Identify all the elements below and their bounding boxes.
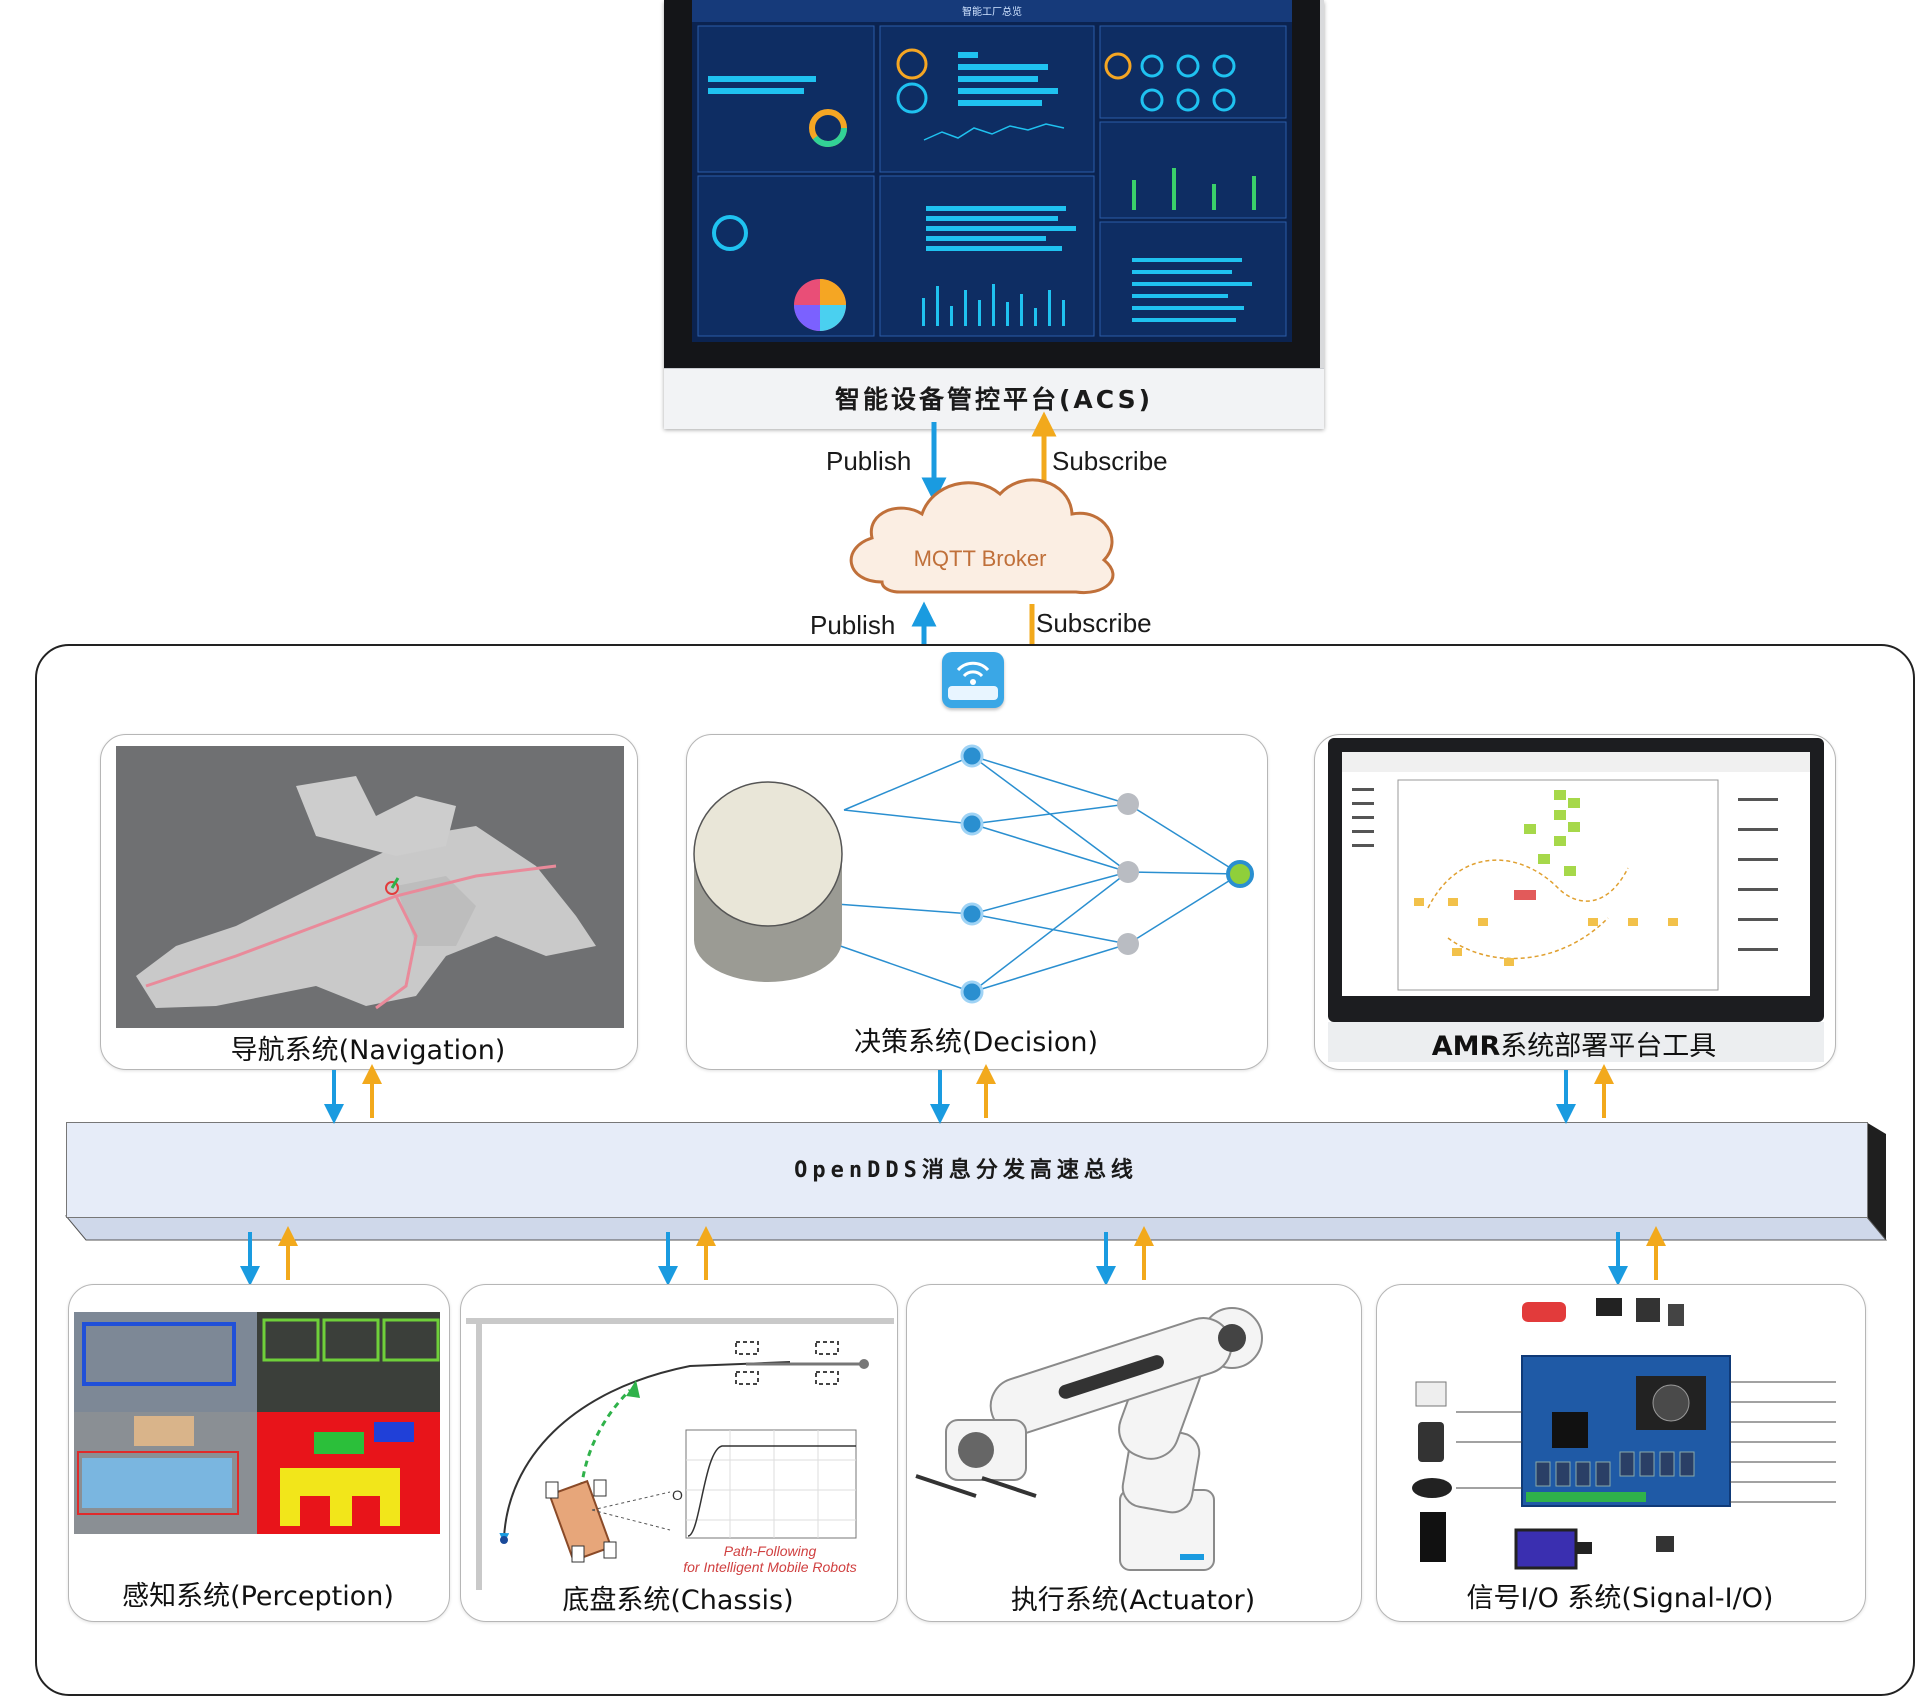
navigation-map-image: [116, 746, 624, 1028]
amr-tool-title-prefix: AMR: [1431, 1031, 1501, 1062]
decision-title: 决策系统(Decision): [853, 1027, 1098, 1058]
opendds-bus: [66, 1122, 1868, 1218]
opendds-bus-label: OpenDDS消息分发高速总线: [794, 1158, 1138, 1183]
svg-text:O: O: [672, 1487, 683, 1503]
signal-io-title: 信号I/O 系统(Signal-I/O): [1466, 1583, 1774, 1614]
navigation-title: 导航系统(Navigation): [230, 1035, 506, 1066]
acs-caption: 智能设备管控平台(ACS): [834, 385, 1154, 414]
robot-arm-graphic: [915, 1307, 1263, 1571]
amr-tool-title-suffix: 系统部署平台工具: [1500, 1031, 1717, 1062]
publish-label-top: Publish: [826, 446, 912, 476]
perception-title: 感知系统(Perception): [122, 1581, 394, 1612]
acs-dashboard-screen: 智能工厂总览: [692, 0, 1292, 342]
acs-caption-bar: [664, 368, 1324, 429]
amr-tool-monitor-chin: [1328, 1022, 1824, 1062]
publish-label-bottom: Publish: [810, 610, 896, 640]
acs-screen-title: 智能工厂总览: [962, 5, 1022, 18]
amr-tool-monitor: [1328, 738, 1824, 1022]
chassis-path-following-graphic: O Path-Following for Intelligent Mobile …: [466, 1318, 894, 1590]
perception-images: [74, 1312, 440, 1534]
chassis-title: 底盘系统(Chassis): [562, 1585, 794, 1616]
chassis-caption-line1: Path-Following: [724, 1543, 817, 1559]
mqtt-connection-layer: [849, 411, 1115, 697]
chassis-caption-line2: for Intelligent Mobile Robots: [683, 1559, 857, 1575]
mqtt-broker-cloud: [849, 478, 1115, 595]
amr-tool-title: AMR系统部署平台工具: [1314, 1024, 1834, 1063]
subscribe-label-top: Subscribe: [1052, 446, 1168, 476]
signal-io-board-graphic: [1412, 1298, 1836, 1570]
wifi-router-icon: [942, 652, 1004, 708]
bus-arrows-layer: [240, 1064, 1666, 1286]
subscribe-label-bottom: Subscribe: [1036, 608, 1152, 638]
actuator-title: 执行系统(Actuator): [1010, 1585, 1256, 1616]
mqtt-broker-label: MQTT Broker: [913, 546, 1047, 571]
acs-dashboard-graphic: 智能工厂总览: [692, 0, 1292, 337]
decision-network-graphic: [693, 744, 1254, 1004]
